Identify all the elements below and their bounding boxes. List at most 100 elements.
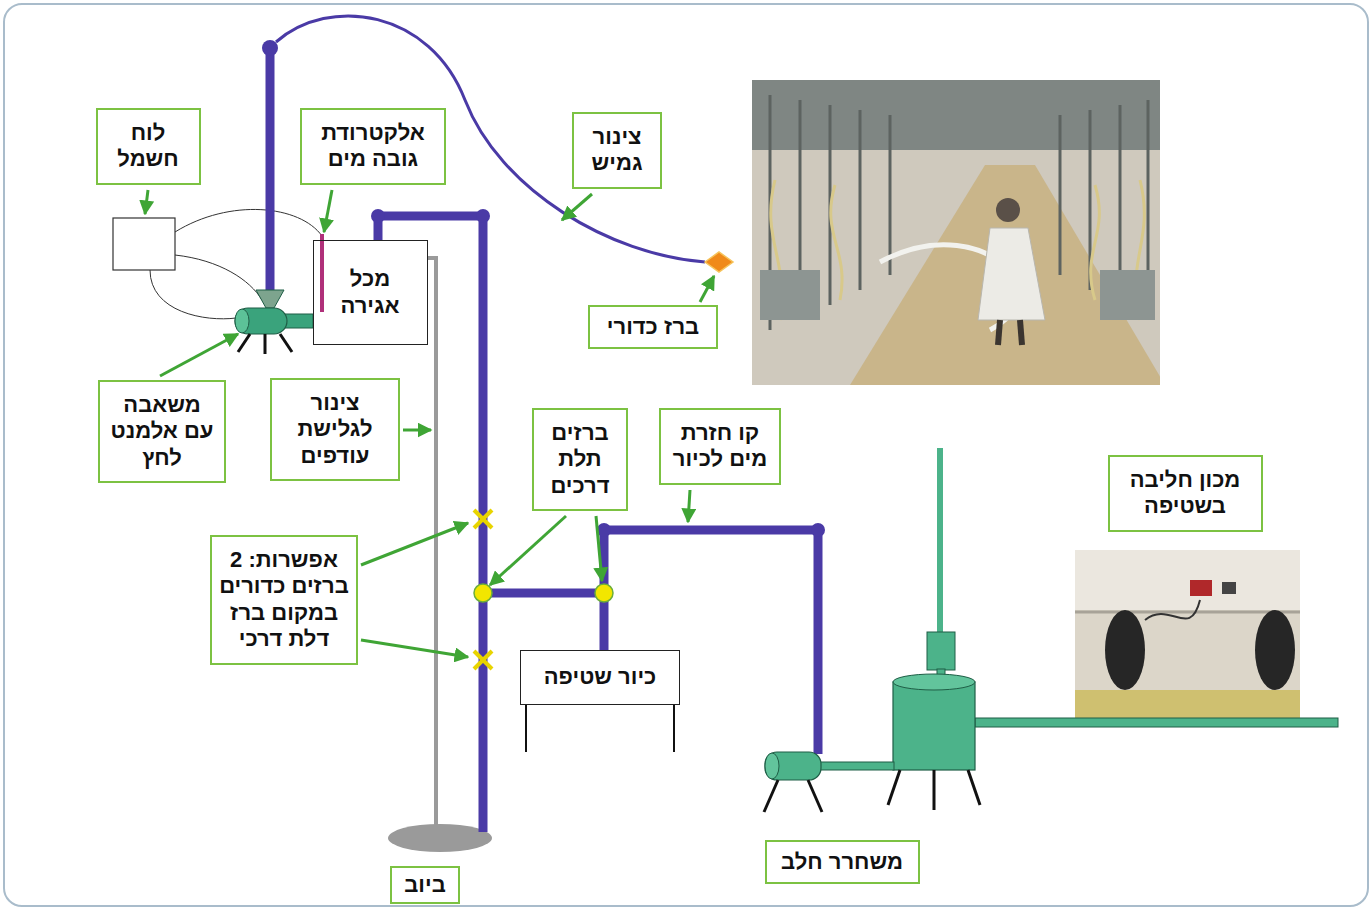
- label-text: מכון חליבה בשטיפה: [1116, 467, 1255, 520]
- pipe-joint: [811, 523, 825, 537]
- leader-arrow: [361, 523, 468, 565]
- pump-inlet: [256, 290, 284, 308]
- leader-arrow: [596, 516, 602, 581]
- label-text: צינור גמיש: [580, 124, 654, 177]
- three-way-valve: [595, 584, 613, 602]
- overflow-pipe: [428, 258, 436, 834]
- photo-ground: [1075, 550, 1300, 720]
- photo-unit: [1100, 270, 1155, 320]
- pump-leg: [280, 334, 292, 352]
- label-box: משאבה עם אלמנט לחץ: [98, 380, 226, 483]
- label-box: אלקטרודת גובה מים: [300, 108, 446, 185]
- pump-leg: [264, 334, 267, 354]
- label-text: ברז כדורי: [596, 314, 710, 340]
- pipe-joint: [476, 209, 490, 223]
- ball-valve-option: [474, 510, 492, 669]
- trap-cylinder: [927, 632, 955, 670]
- label-box: קו חזרת מים לכיור: [659, 408, 781, 485]
- label-box: צינור גמיש: [572, 112, 662, 189]
- wash-sink: כיור שטיפה: [520, 650, 680, 705]
- releaser-legs: [764, 770, 980, 812]
- pump-outlet: [285, 314, 313, 328]
- label-box: ברזים תלת דרכים: [532, 408, 628, 511]
- leader-arrow: [700, 276, 714, 302]
- photo-worker-apron: [978, 228, 1045, 320]
- leader-arrow: [324, 190, 332, 232]
- valve-mark: [474, 510, 492, 528]
- frame: [4, 4, 1368, 906]
- photo-device: [1222, 582, 1236, 594]
- photo-floor: [1075, 690, 1300, 720]
- pump-legs: [238, 334, 292, 354]
- water-pipes: [270, 48, 818, 832]
- photo-worker-leg: [998, 320, 1000, 345]
- label-text: אלקטרודת גובה מים: [308, 120, 438, 173]
- releaser-leg: [968, 770, 980, 805]
- pipe-joint: [371, 209, 385, 223]
- label-text: קו חזרת מים לכיור: [667, 420, 773, 473]
- label-text: כיור שטיפה: [529, 664, 671, 690]
- sink-leg: [525, 700, 527, 752]
- ball-valve: [705, 252, 733, 272]
- label-box: צינור לגלישת עודפים: [270, 378, 400, 481]
- photo-floor: [850, 165, 1160, 385]
- drain: [388, 824, 492, 852]
- valve-mark: [474, 510, 492, 528]
- leader-arrow: [403, 429, 431, 432]
- label-box: מכון חליבה בשטיפה: [1108, 455, 1263, 532]
- releaser-leg: [764, 780, 778, 812]
- electric-panel: [113, 218, 175, 270]
- water-pipe: [266, 48, 275, 292]
- releaser-leg: [888, 770, 900, 805]
- releaser-leg: [933, 770, 936, 810]
- water-pipe: [604, 530, 818, 754]
- storage-tank: מכל אגירה: [313, 240, 428, 345]
- photo-hose: [1091, 185, 1100, 300]
- label-text: מכל אגירה: [334, 266, 407, 319]
- photo-device: [1190, 580, 1212, 596]
- photo-pipe: [859, 110, 862, 290]
- water-level-electrode: [320, 234, 324, 312]
- flexible-hose: [276, 16, 705, 262]
- electric-wire: [150, 270, 236, 319]
- pump-leg: [238, 334, 250, 352]
- label-text: צינור לגלישת עודפים: [278, 390, 392, 469]
- releaser-pipe: [820, 762, 894, 770]
- valve-mark: [474, 651, 492, 669]
- leader-arrows: [145, 190, 714, 657]
- label-box: אפשרות: 2 ברזים כדורים במקום ברז דלת דרכ…: [210, 535, 358, 665]
- label-text: ביוב: [398, 872, 452, 898]
- photo-ceiling: [752, 80, 1160, 150]
- label-text: משאבה עם אלמנט לחץ: [106, 392, 218, 471]
- vacuum-pipe: [937, 448, 943, 634]
- photo-rail: [1075, 611, 1300, 614]
- pump-body: [235, 308, 287, 334]
- leader-arrow: [145, 190, 148, 214]
- label-box: ברז כדורי: [588, 305, 718, 349]
- milk-pump: [765, 752, 821, 780]
- sink-leg: [673, 700, 675, 752]
- label-text: ברזים תלת דרכים: [540, 420, 620, 499]
- label-box: ביוב: [390, 866, 460, 904]
- label-box: משחרר חלב: [765, 840, 920, 884]
- releaser-body: [893, 682, 975, 770]
- water-pipe: [483, 589, 604, 598]
- releaser-leg: [808, 780, 822, 812]
- photo-tube: [1145, 600, 1200, 620]
- photo-pipe: [1059, 115, 1062, 275]
- leader-arrow: [688, 490, 690, 522]
- photo-worker-head: [996, 198, 1020, 222]
- electric-wire: [175, 255, 262, 300]
- leader-arrow: [490, 516, 566, 585]
- electric-wire: [175, 209, 322, 236]
- milk-pump-end: [765, 753, 779, 779]
- pump-end: [235, 309, 249, 333]
- photo-unit: [760, 270, 820, 320]
- wash-photo: [1075, 550, 1300, 720]
- label-text: משחרר חלב: [773, 849, 912, 875]
- label-box: לוח חשמל: [96, 108, 201, 185]
- pipe-joints: [262, 40, 825, 537]
- photo-cluster: [1105, 610, 1145, 690]
